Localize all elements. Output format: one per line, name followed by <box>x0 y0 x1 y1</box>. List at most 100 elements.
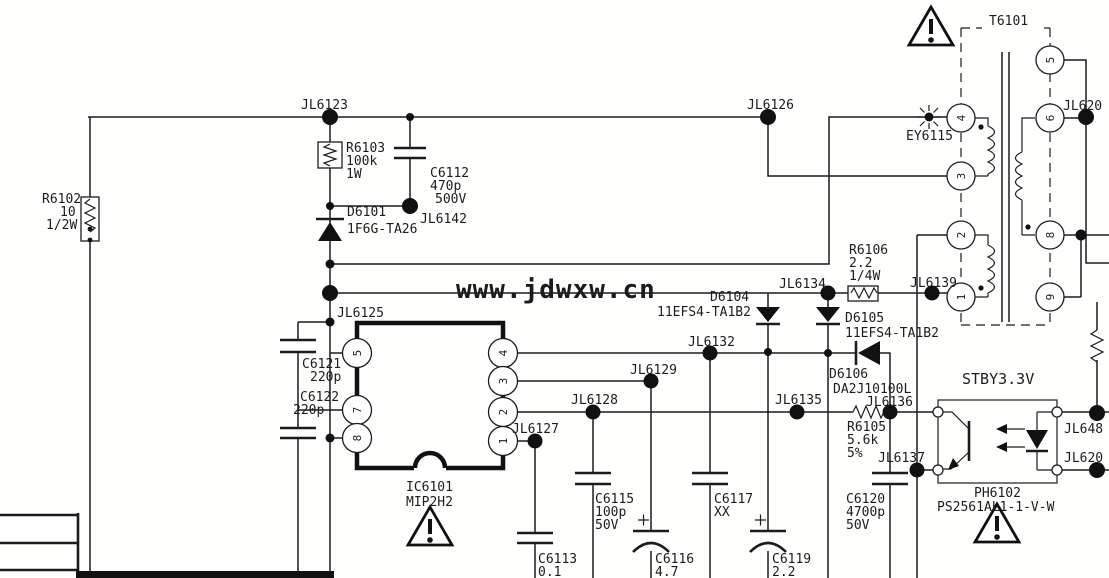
junction-dot <box>764 348 772 356</box>
diode-d6105 <box>816 307 840 326</box>
label-c6112-rating: 500V <box>435 192 466 207</box>
ic-pin5-number: 5 <box>351 350 364 357</box>
label-d6104-ref: D6104 <box>710 290 749 305</box>
t6101-winding-6-8 <box>1014 117 1035 236</box>
t6101-winding-2-1 <box>975 234 996 298</box>
wire-pin1ic-c6113 <box>517 440 536 578</box>
label-r6106-ref: R6106 <box>849 243 888 258</box>
label-c6119-value: 2.2 <box>772 565 795 578</box>
label-c6115-rating: 50V <box>595 518 619 533</box>
label-d6106-ref: D6106 <box>829 367 868 382</box>
label-jl6139: JL6139 <box>910 276 957 291</box>
label-ph6102-part: PS2561AL1-1-V-W <box>937 500 1055 515</box>
r6103-zigzag <box>322 143 338 167</box>
exclamation-dot <box>427 537 433 543</box>
cap-c6119-polar <box>749 514 787 553</box>
t6101-polarity-dot-4 <box>978 124 984 130</box>
diode-d6104 <box>756 307 780 326</box>
ic-pin5-circle <box>341 337 373 369</box>
exclamation-dot <box>994 534 1000 540</box>
label-d6101-ref: D6101 <box>347 205 386 220</box>
resistor-r6106 <box>847 285 879 302</box>
ic-pin1-number: 1 <box>497 438 510 445</box>
ic-pin2-number: 2 <box>497 409 510 416</box>
label-c6115-value: 100p <box>595 505 626 520</box>
label-jl6137: JL6137 <box>878 451 925 466</box>
diode-d6101 <box>316 217 344 241</box>
ph6102-light-lines <box>1004 428 1025 448</box>
t6101-dashed-box <box>960 27 1051 326</box>
t6101-pin5-circle <box>1035 45 1065 75</box>
ic-pin8-number: 8 <box>351 435 364 442</box>
label-c6122-value: 220p <box>293 403 324 418</box>
junction-dots <box>322 109 1105 478</box>
c6116-arc <box>632 541 670 553</box>
label-c6120-rating: 50V <box>846 518 870 533</box>
jl6136-dot <box>882 404 898 420</box>
t6101-pin9-circle <box>1035 282 1065 312</box>
junction-dot <box>824 349 832 357</box>
ph6102-led-leads <box>1036 411 1052 471</box>
ic-pin4-number: 4 <box>497 349 510 356</box>
wire-pin3ic-c6116 <box>517 380 652 578</box>
c6116-plus-icon <box>638 514 649 526</box>
gap-c6112 <box>405 149 415 157</box>
t6101-polarity-dot-8 <box>1025 224 1031 230</box>
label-r6103-value: 100k <box>346 154 377 169</box>
t6101-winding-4-3 <box>975 117 996 177</box>
label-r6105-ref: R6105 <box>847 420 886 435</box>
ic6101-outline <box>354 320 506 471</box>
label-r6106-rating: 1/4W <box>849 269 880 284</box>
t6101-polarity-dot-1 <box>978 285 984 291</box>
label-r6105-value: 5.6k <box>847 433 878 448</box>
ph6102-terminal-br <box>1051 464 1063 476</box>
wire-c6121-column <box>297 321 330 578</box>
wire-pin2-jl6137 <box>916 234 947 578</box>
junction-dot <box>326 202 334 210</box>
t6101-pin6-number: 6 <box>1044 115 1057 122</box>
r6102-dot2 <box>87 237 93 243</box>
ic-pin3-circle <box>487 365 519 397</box>
label-jl6132: JL6132 <box>688 335 735 350</box>
opto-ph6102 <box>932 399 1063 484</box>
label-c6113-ref: C6113 <box>538 552 577 567</box>
jl6135-dot <box>789 404 805 420</box>
label-c6115-ref: C6115 <box>595 492 634 507</box>
ey6115-dot <box>924 112 934 122</box>
label-c6116-value: 4.7 <box>655 565 678 578</box>
label-r6102-rating: 1/2W <box>46 218 77 233</box>
label-d6101-part: 1F6G-TA26 <box>347 222 417 237</box>
wire-rail-353 <box>517 352 891 412</box>
exclamation-dot <box>928 37 934 43</box>
label-r6103-ref: R6103 <box>346 141 385 156</box>
t6101-pin6-circle <box>1035 103 1065 133</box>
jl6139-dot <box>924 285 940 301</box>
cap-c6121 <box>280 338 316 354</box>
gap-c6120 <box>885 474 895 483</box>
transformer-t6101: 4 3 2 1 5 6 8 9 <box>946 27 1065 326</box>
label-jl620-top: JL620 <box>1063 99 1102 114</box>
jl6132-dot <box>702 345 718 361</box>
r6106-zigzag <box>850 286 878 300</box>
jl6127-dot <box>527 433 543 449</box>
label-stby: STBY3.3V <box>962 370 1034 388</box>
label-jl6127: JL6127 <box>512 422 559 437</box>
jl620-top-dot <box>1078 109 1094 125</box>
label-c6112-value: 470p <box>430 179 461 194</box>
label-d6105-part: 11EFS4-TA1B2 <box>845 326 939 341</box>
warning-triangle-ic <box>405 504 455 547</box>
label-jl6136: JL6136 <box>866 395 913 410</box>
label-c6120-value: 4700p <box>846 505 885 520</box>
cap-c6120 <box>872 471 908 486</box>
warning-triangle-opto <box>972 501 1022 544</box>
jl6134-dot <box>820 285 836 301</box>
label-ey6115: EY6115 <box>906 129 953 144</box>
ic-pin7-number: 7 <box>351 407 364 414</box>
cap-c6113 <box>517 531 553 545</box>
t6101-pin5-number: 5 <box>1044 57 1057 64</box>
gap-c6115 <box>588 474 598 483</box>
t6101-pin8-number: 8 <box>1044 232 1057 239</box>
label-d6104-part: 11EFS4-TA1B2 <box>657 305 751 320</box>
